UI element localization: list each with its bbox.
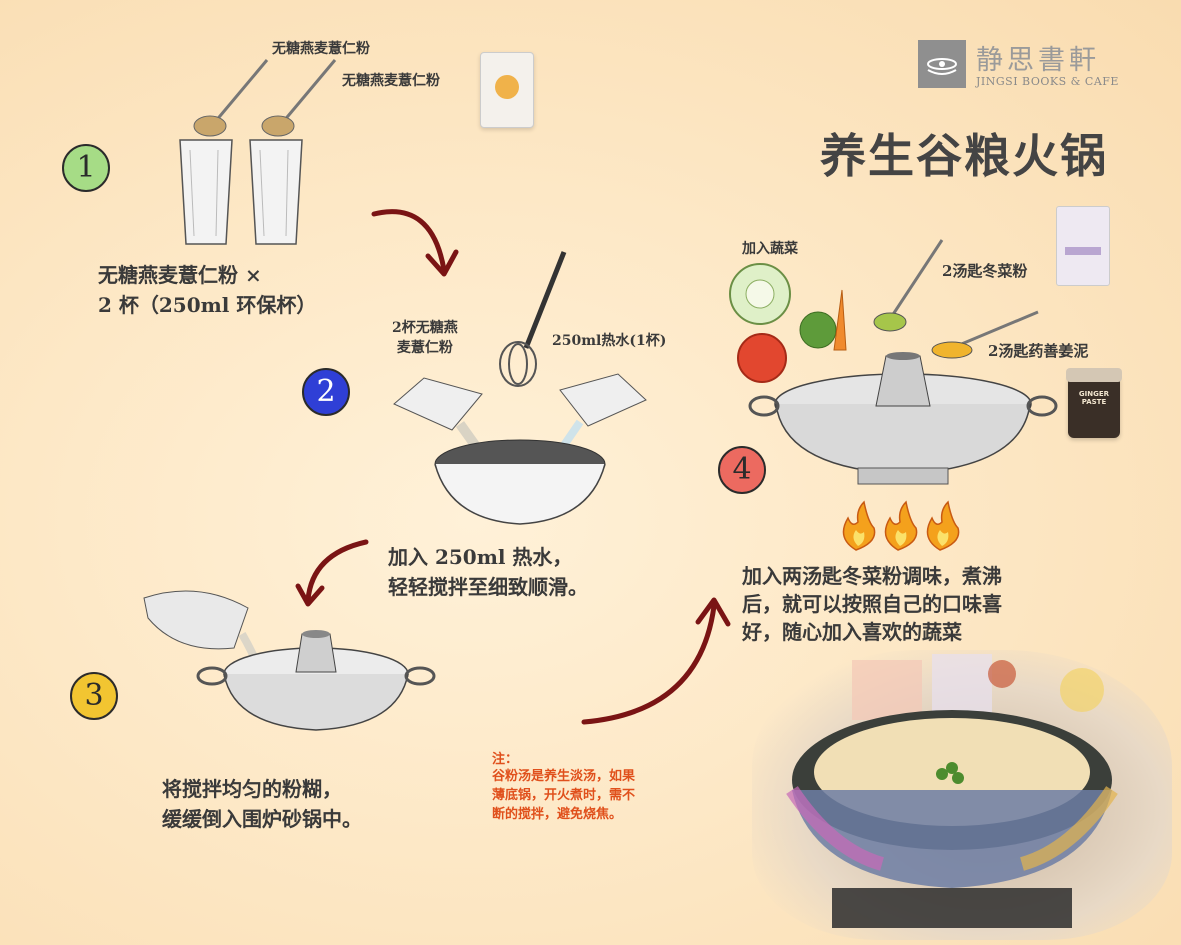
- note-body: 谷粉汤是养生淡汤，如果 薄底锅，开火煮时，需不 断的搅拌，避免烧焦。: [492, 769, 636, 822]
- hotpot-photo-drawing: [786, 654, 1118, 928]
- lotus-icon: [927, 58, 957, 75]
- step-1-spoon-label-b: 无糖燕麦薏仁粉: [342, 73, 440, 89]
- note: 注： 谷粉汤是养生淡汤，如果 薄底锅，开火煮时，需不 断的搅拌，避免烧焦。: [492, 748, 635, 824]
- step-2-caption: 加入 250ml 热水， 轻轻搅拌至细致顺滑。: [388, 545, 588, 599]
- hotpot-illustration: [748, 352, 1058, 485]
- mixing-bowl-illustration: [393, 373, 647, 525]
- arrow-icon: [295, 539, 369, 607]
- hotpot-pour-illustration: [143, 590, 436, 731]
- page-title: 养生谷粮火锅: [820, 129, 1108, 183]
- vegetables-illustration: [729, 263, 847, 383]
- spoons-illustration: [873, 239, 1039, 359]
- powder-packet-illustration: [480, 52, 534, 128]
- step-4-ginger-label: 2汤匙药善姜泥: [988, 342, 1089, 360]
- parsley-icon: [936, 762, 964, 784]
- flame-icon: [926, 500, 960, 551]
- step-1-spoon-label-a: 无糖燕麦薏仁粉: [272, 41, 370, 57]
- step-1-number: 1: [62, 144, 110, 192]
- step-4-vegetables-label: 加入蔬菜: [742, 241, 798, 257]
- logo-english: JINGSI BOOKS & CAFE: [976, 75, 1119, 88]
- cups-illustration: [179, 139, 303, 245]
- spoon-illustration: [193, 59, 337, 137]
- step-3-number: 3: [70, 672, 118, 720]
- ginger-paste-jar-illustration: GINGER PASTE: [1066, 368, 1122, 438]
- step-4-caption: 加入两汤匙冬菜粉调味，煮沸 后，就可以按照自己的口味喜 好，随心加入喜欢的蔬菜: [742, 564, 1002, 644]
- step-1-caption: 无糖燕麦薏仁粉 × 2 杯（250ml 环保杯）: [98, 263, 317, 317]
- ginger-jar-label: GINGER PASTE: [1078, 390, 1110, 406]
- step-4-number: 4: [718, 446, 766, 494]
- logo-mark: [918, 40, 966, 88]
- winter-veg-packet-illustration: [1056, 206, 1110, 286]
- arrow-icon: [371, 209, 459, 277]
- arrow-icon: [581, 597, 731, 725]
- step-2-number: 2: [302, 368, 350, 416]
- whisk-illustration: [499, 251, 567, 387]
- flame-icon: [842, 500, 876, 551]
- flame-icon: [884, 500, 918, 551]
- step-2-water-label: 250ml热水(1杯): [552, 333, 667, 349]
- step-4-winter-veg-label: 2汤匙冬菜粉: [942, 262, 1028, 280]
- logo: 静思書軒 JINGSI BOOKS & CAFE: [918, 40, 1128, 92]
- step-2-powder-label: 2杯无糖燕 麦薏仁粉: [392, 320, 458, 356]
- flame-icons: [842, 500, 960, 551]
- logo-chinese: 静思書軒: [976, 45, 1100, 76]
- note-heading: 注：: [492, 752, 519, 767]
- step-3-caption: 将搅拌均匀的粉糊， 缓缓倒入围炉砂锅中。: [162, 777, 362, 831]
- finished-hotpot-photo: [752, 650, 1172, 940]
